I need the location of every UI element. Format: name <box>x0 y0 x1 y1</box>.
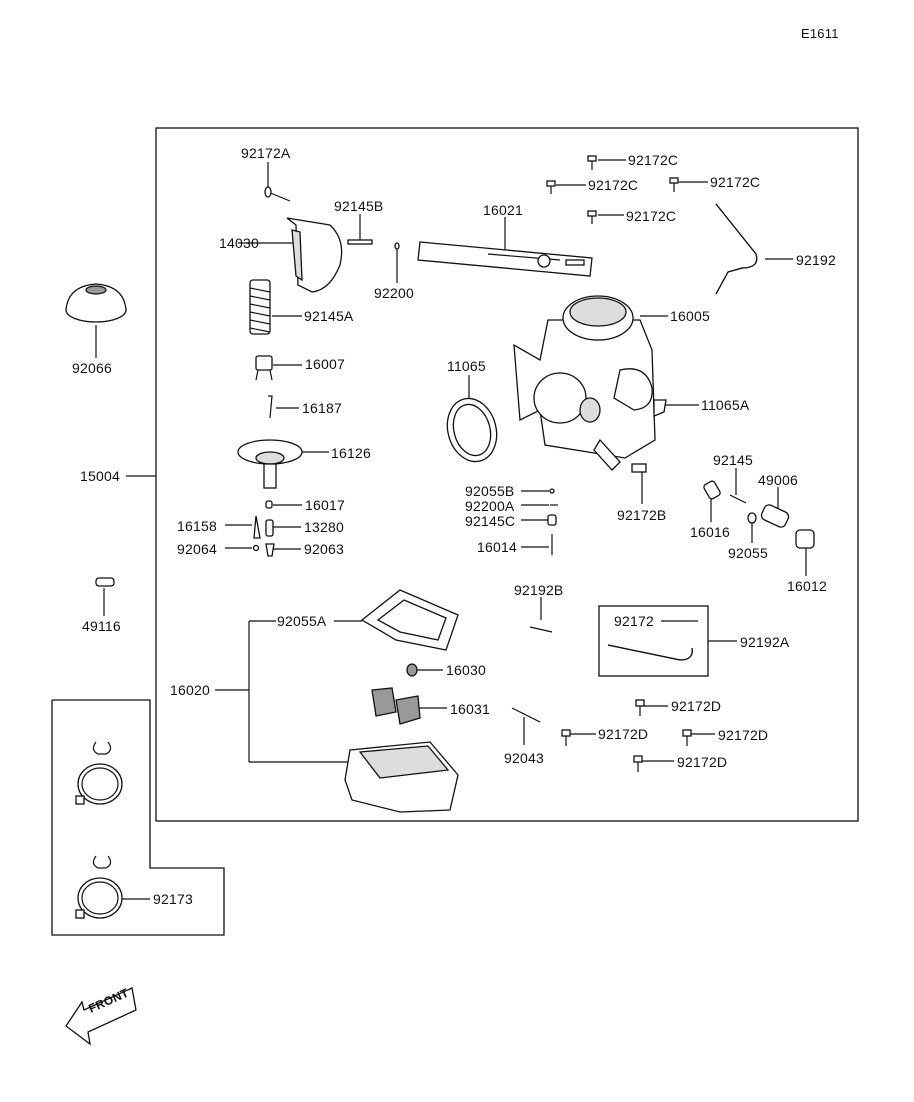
front-arrow-icon <box>65 987 137 1046</box>
label-92172D-2: 92172D <box>598 726 649 742</box>
label-92172D-3: 92172D <box>718 727 769 743</box>
label-16005: 16005 <box>670 308 710 324</box>
label-92172C-4: 92172C <box>626 208 677 224</box>
label-16021: 16021 <box>483 202 523 218</box>
label-92192A: 92192A <box>740 634 790 650</box>
leader-lines <box>95 159 807 900</box>
label-92172C-3: 92172C <box>710 174 761 190</box>
label-92200: 92200 <box>374 285 414 301</box>
label-49006: 49006 <box>758 472 798 488</box>
label-92063: 92063 <box>304 541 344 557</box>
label-92192B: 92192B <box>514 582 564 598</box>
label-92172C-2: 92172C <box>588 177 639 193</box>
label-92192: 92192 <box>796 252 836 268</box>
label-92172D-4: 92172D <box>677 754 728 770</box>
label-92055B: 92055B <box>465 483 515 499</box>
label-16012: 16012 <box>787 578 827 594</box>
label-49116: 49116 <box>82 618 121 634</box>
label-92064: 92064 <box>177 541 217 557</box>
label-16187: 16187 <box>302 400 342 416</box>
label-92172B: 92172B <box>617 507 667 523</box>
label-92145A: 92145A <box>304 308 354 324</box>
main-assembly-frame <box>155 127 859 822</box>
label-92173: 92173 <box>153 891 193 907</box>
label-16007: 16007 <box>305 356 345 372</box>
label-15004: 15004 <box>80 468 120 484</box>
label-92200A: 92200A <box>465 498 515 514</box>
label-16030: 16030 <box>446 662 486 678</box>
label-92055A: 92055A <box>277 613 327 629</box>
label-92172A: 92172A <box>241 145 291 161</box>
label-14030: 14030 <box>219 235 259 251</box>
label-11065: 11065 <box>447 358 486 374</box>
label-11065A: 11065A <box>701 397 750 413</box>
label-92172C-1: 92172C <box>628 152 679 168</box>
label-16126: 16126 <box>331 445 371 461</box>
label-16014: 16014 <box>477 539 517 555</box>
label-16016: 16016 <box>690 524 730 540</box>
label-16031: 16031 <box>450 701 490 717</box>
label-92145C: 92145C <box>465 513 516 529</box>
label-92043: 92043 <box>504 750 544 766</box>
label-92172D-1: 92172D <box>671 698 722 714</box>
label-13280: 13280 <box>304 519 344 535</box>
label-92066: 92066 <box>72 360 112 376</box>
clip-frame <box>51 699 225 936</box>
parts-artwork <box>65 155 815 1046</box>
label-16017: 16017 <box>305 497 345 513</box>
label-92145B: 92145B <box>334 198 384 214</box>
label-16020: 16020 <box>170 682 210 698</box>
label-92145: 92145 <box>713 452 753 468</box>
label-92172: 92172 <box>614 613 654 629</box>
figure-code: E1611 <box>801 26 839 41</box>
label-16158: 16158 <box>177 518 217 534</box>
label-92055: 92055 <box>728 545 768 561</box>
